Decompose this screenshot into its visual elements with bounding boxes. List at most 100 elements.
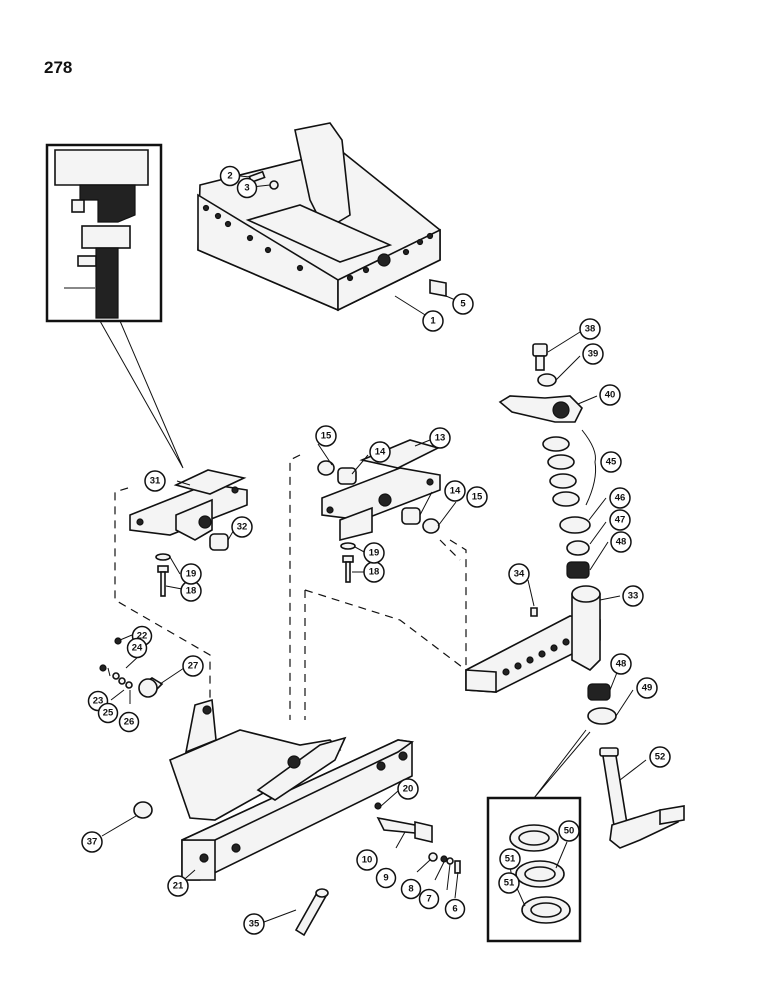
bushing-32 bbox=[209, 533, 229, 551]
bushing-14-lower bbox=[401, 507, 421, 525]
svg-text:19: 19 bbox=[369, 548, 380, 559]
callout-14-lower: 14 bbox=[444, 480, 466, 502]
callout-18-right: 18 bbox=[363, 561, 385, 583]
svg-text:31: 31 bbox=[150, 476, 161, 487]
svg-text:24: 24 bbox=[132, 643, 143, 654]
svg-text:15: 15 bbox=[321, 431, 332, 442]
svg-text:33: 33 bbox=[628, 591, 639, 602]
callout-20: 20 bbox=[397, 778, 419, 800]
svg-text:48: 48 bbox=[616, 659, 627, 670]
svg-text:1: 1 bbox=[430, 316, 436, 327]
callout-19-left: 19 bbox=[180, 563, 202, 585]
washer-24 bbox=[112, 672, 120, 680]
assembly-line-right bbox=[304, 539, 467, 671]
callout-48-upper: 48 bbox=[610, 531, 632, 553]
callout-32: 32 bbox=[231, 516, 253, 538]
spindle-52 bbox=[599, 747, 685, 849]
washer-7 bbox=[446, 857, 454, 865]
callout-38: 38 bbox=[579, 318, 601, 340]
svg-text:47: 47 bbox=[615, 515, 626, 526]
bolt-38 bbox=[532, 343, 548, 371]
fitting-34 bbox=[530, 607, 538, 617]
callout-1: 1 bbox=[422, 310, 444, 332]
callout-27: 27 bbox=[182, 655, 204, 677]
callout-31: 31 bbox=[144, 470, 166, 492]
svg-text:10: 10 bbox=[362, 855, 373, 866]
pin-26 bbox=[125, 681, 133, 689]
svg-text:2: 2 bbox=[227, 171, 232, 182]
callout-25: 25 bbox=[97, 702, 119, 724]
bracket-31 bbox=[129, 469, 248, 541]
callout-5: 5 bbox=[452, 293, 474, 315]
bolt-23 bbox=[99, 664, 107, 672]
svg-text:39: 39 bbox=[588, 349, 599, 360]
callout-47: 47 bbox=[609, 509, 631, 531]
callout-15-upper: 15 bbox=[315, 425, 337, 447]
svg-text:52: 52 bbox=[655, 752, 666, 763]
steering-arm-40 bbox=[498, 395, 583, 423]
nut-8 bbox=[440, 855, 448, 863]
callout-49: 49 bbox=[636, 677, 658, 699]
nut-22 bbox=[114, 637, 122, 645]
svg-text:8: 8 bbox=[408, 884, 413, 895]
callout-46: 46 bbox=[609, 487, 631, 509]
svg-text:13: 13 bbox=[435, 433, 446, 444]
svg-text:32: 32 bbox=[237, 522, 248, 533]
callout-50: 50 bbox=[558, 820, 580, 842]
callout-15-lower: 15 bbox=[466, 486, 488, 508]
callout-37: 37 bbox=[81, 831, 103, 853]
svg-text:18: 18 bbox=[369, 567, 380, 578]
svg-text:40: 40 bbox=[605, 390, 616, 401]
callout-18-left: 18 bbox=[180, 580, 202, 602]
bolster-housing bbox=[197, 122, 441, 312]
callout-24: 24 bbox=[126, 637, 148, 659]
bearing-48-upper bbox=[566, 561, 590, 579]
bearing-48-lower bbox=[587, 683, 611, 701]
callout-48-lower: 48 bbox=[610, 653, 632, 675]
pin-10 bbox=[376, 816, 433, 844]
callout-6: 6 bbox=[444, 898, 466, 920]
svg-text:22: 22 bbox=[137, 631, 148, 642]
callout-33: 33 bbox=[622, 585, 644, 607]
svg-text:20: 20 bbox=[403, 784, 414, 795]
washer-15-lower bbox=[422, 518, 440, 534]
svg-text:15: 15 bbox=[472, 492, 483, 503]
seal-49 bbox=[587, 707, 617, 725]
svg-text:37: 37 bbox=[87, 837, 98, 848]
callout-26: 26 bbox=[118, 711, 140, 733]
washer-46 bbox=[559, 516, 591, 534]
fitting-20 bbox=[374, 802, 382, 810]
callout-14-upper: 14 bbox=[369, 441, 391, 463]
svg-text:45: 45 bbox=[606, 457, 617, 468]
bushing-37 bbox=[133, 801, 153, 819]
bolt-6 bbox=[454, 860, 461, 874]
svg-text:3: 3 bbox=[244, 183, 249, 194]
callout-40: 40 bbox=[599, 384, 621, 406]
callout-13: 13 bbox=[429, 427, 451, 449]
page-number: 278 bbox=[44, 58, 73, 77]
svg-text:19: 19 bbox=[186, 569, 197, 580]
svg-text:50: 50 bbox=[564, 826, 575, 837]
svg-text:21: 21 bbox=[173, 881, 184, 892]
callout-2: 2 bbox=[219, 165, 241, 187]
callout-8: 8 bbox=[400, 878, 422, 900]
callout-51-upper: 51 bbox=[499, 848, 521, 870]
washer-15-upper bbox=[317, 460, 335, 476]
axle-beam-21 bbox=[169, 698, 415, 881]
svg-text:27: 27 bbox=[188, 661, 199, 672]
callout-45: 45 bbox=[600, 451, 622, 473]
callout-9: 9 bbox=[375, 867, 397, 889]
bushing-14-upper bbox=[337, 467, 357, 485]
svg-text:6: 6 bbox=[452, 904, 457, 915]
svg-text:26: 26 bbox=[124, 717, 135, 728]
svg-text:9: 9 bbox=[383, 873, 388, 884]
washer-9 bbox=[428, 852, 438, 862]
assembly-line-mid bbox=[289, 454, 306, 720]
svg-text:25: 25 bbox=[103, 708, 114, 719]
svg-text:51: 51 bbox=[504, 878, 515, 889]
callout-51-lower: 51 bbox=[498, 872, 520, 894]
shim-stack-45 bbox=[542, 436, 580, 507]
detail-inset bbox=[45, 143, 163, 323]
svg-text:35: 35 bbox=[249, 919, 260, 930]
